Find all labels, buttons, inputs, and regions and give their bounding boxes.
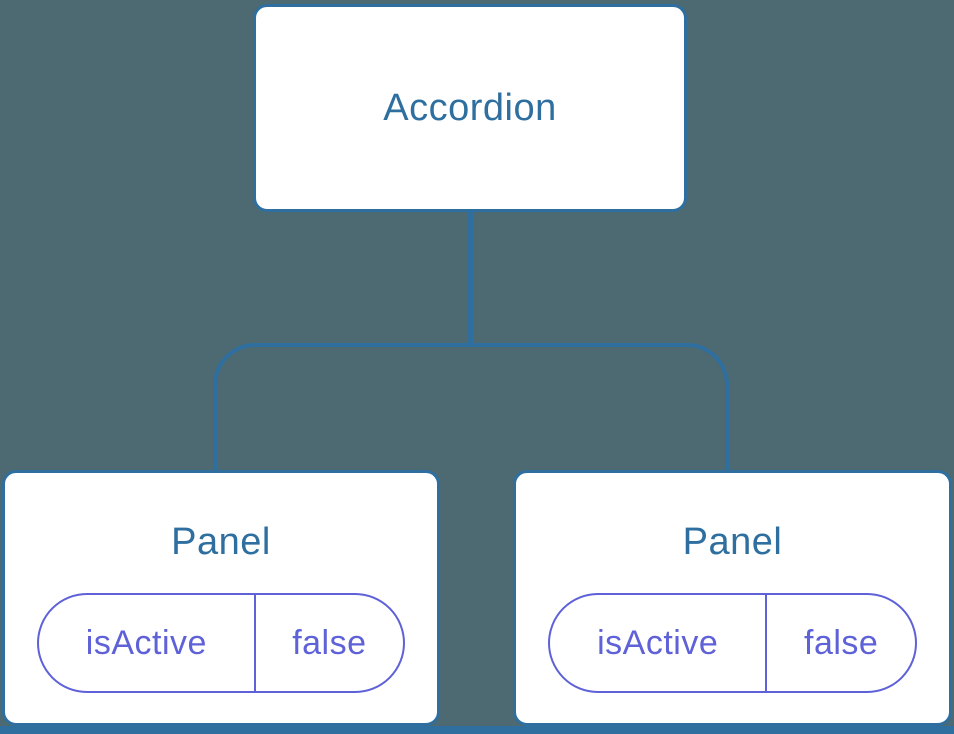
state-key: isActive bbox=[39, 595, 256, 691]
child-node-panel-2: Panel isActive false bbox=[513, 470, 952, 726]
connector-stem-line bbox=[468, 210, 473, 346]
state-pill: isActive false bbox=[37, 593, 405, 693]
state-value: false bbox=[804, 623, 879, 662]
state-key: isActive bbox=[550, 595, 768, 691]
child-node-panel-1: Panel isActive false bbox=[2, 470, 440, 726]
root-node-accordion: Accordion bbox=[253, 4, 687, 212]
connector-branch-lines bbox=[213, 343, 729, 470]
panel-node-label: Panel bbox=[682, 521, 783, 563]
state-pill: isActive false bbox=[548, 593, 917, 693]
root-node-label: Accordion bbox=[383, 87, 557, 129]
bottom-edge-bar bbox=[0, 726, 954, 734]
state-value: false bbox=[292, 623, 367, 662]
panel-node-label: Panel bbox=[171, 521, 271, 563]
